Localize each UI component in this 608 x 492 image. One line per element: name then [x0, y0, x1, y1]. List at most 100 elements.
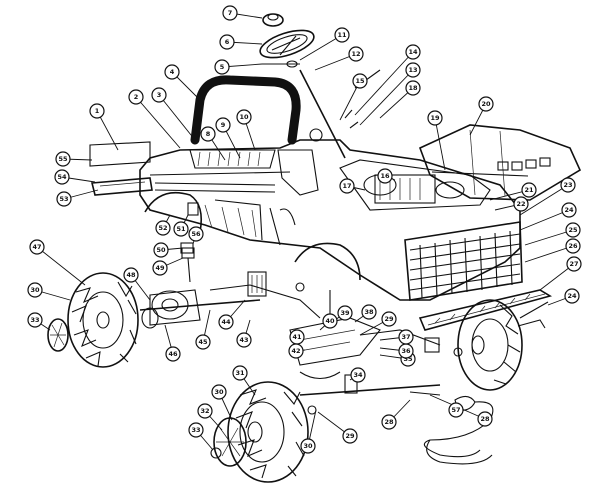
callout-number: 20 — [481, 100, 491, 108]
leader-line-19 — [434, 117, 446, 171]
callout-circle-18 — [405, 80, 421, 96]
callout-23: 23 — [519, 177, 576, 216]
callout-number: 43 — [239, 336, 248, 344]
callout-number: 56 — [191, 230, 201, 238]
callout-circle-40 — [322, 313, 338, 329]
hubcap-32 — [213, 417, 247, 467]
callout-29: 29 — [359, 311, 397, 336]
callout-3: 3 — [151, 87, 196, 141]
rear-axle — [139, 247, 261, 329]
callout-42: 42 — [288, 343, 306, 359]
callout-circle-48 — [123, 267, 139, 283]
callout-number: 41 — [292, 333, 302, 341]
callout-circle-42 — [288, 343, 304, 359]
leader-line-2 — [135, 96, 181, 149]
callout-circle-56 — [188, 226, 204, 242]
callout-circle-27 — [566, 256, 582, 272]
callout-circle-49 — [152, 260, 168, 276]
callout-number: 31 — [235, 369, 245, 377]
callout-circle-44 — [218, 314, 234, 330]
callout-47: 47 — [29, 239, 86, 286]
callout-29: 29 — [317, 411, 358, 444]
callout-30: 30 — [300, 409, 317, 454]
front-grille — [404, 221, 523, 301]
callout-number: 10 — [239, 113, 249, 121]
callout-43: 43 — [236, 319, 252, 348]
callout-number: 19 — [430, 114, 440, 122]
callout-circle-43 — [236, 332, 252, 348]
hubcap-33-left — [47, 318, 69, 352]
callout-36: 36 — [379, 343, 414, 359]
callout-circle-54 — [54, 169, 70, 185]
callout-circle-11 — [334, 27, 350, 43]
callout-circle-32 — [197, 403, 213, 419]
callout-30: 30 — [27, 282, 71, 301]
callout-19: 19 — [427, 110, 446, 171]
steering-linkage — [289, 290, 441, 415]
callout-circle-55 — [55, 151, 71, 167]
callout-31: 31 — [232, 365, 256, 396]
callout-circle-19 — [427, 110, 443, 126]
callout-number: 45 — [198, 338, 208, 346]
callout-5: 5 — [214, 59, 263, 75]
callout-24: 24 — [519, 202, 577, 231]
callout-circle-50 — [153, 242, 169, 258]
callout-39: 39 — [334, 305, 353, 321]
callout-circle-53 — [56, 191, 72, 207]
callout-14: 14 — [354, 44, 421, 116]
leader-line-13 — [359, 69, 414, 126]
callout-40: 40 — [319, 313, 338, 331]
callout-number: 14 — [408, 48, 418, 56]
leader-line-14 — [354, 51, 414, 116]
callout-number: 25 — [568, 226, 578, 234]
callout-46: 46 — [164, 324, 181, 362]
callout-circle-21 — [521, 182, 537, 198]
callout-circle-8 — [200, 126, 216, 142]
leader-line-23 — [519, 184, 569, 216]
callout-circle-16 — [377, 168, 393, 184]
leader-line-26 — [524, 245, 574, 263]
callout-number: 21 — [524, 186, 534, 194]
callout-13: 13 — [359, 62, 421, 126]
callout-circle-24 — [564, 288, 580, 304]
callout-28: 28 — [429, 394, 493, 427]
callout-circle-30 — [211, 384, 227, 400]
callout-7: 7 — [222, 5, 263, 21]
callout-48: 48 — [123, 267, 151, 301]
callout-number: 16 — [380, 172, 390, 180]
callout-circle-2 — [128, 89, 144, 105]
callout-number: 11 — [337, 31, 347, 39]
callout-4: 4 — [164, 64, 201, 101]
callout-number: 39 — [340, 309, 350, 317]
callout-number: 51 — [176, 225, 186, 233]
callout-number: 24 — [567, 292, 577, 300]
callout-number: 4 — [170, 68, 175, 76]
callout-circle-28 — [477, 411, 493, 427]
callout-number: 28 — [384, 418, 394, 426]
callout-number: 30 — [303, 442, 313, 450]
callout-number: 13 — [408, 66, 417, 74]
callout-20: 20 — [469, 96, 494, 136]
callout-number: 37 — [401, 333, 410, 341]
callout-number: 34 — [353, 371, 363, 379]
leader-line-47 — [36, 246, 86, 286]
callout-number: 55 — [58, 155, 68, 163]
callout-11: 11 — [299, 27, 350, 61]
callout-number: 2 — [134, 93, 139, 101]
callout-25: 25 — [524, 222, 581, 246]
callout-circle-46 — [165, 346, 181, 362]
callout-number: 24 — [564, 206, 574, 214]
callout-number: 29 — [345, 432, 355, 440]
callout-number: 53 — [59, 195, 68, 203]
callout-number: 50 — [156, 246, 166, 254]
callout-12: 12 — [314, 46, 364, 71]
callout-circle-15 — [352, 73, 368, 89]
callout-number: 23 — [563, 181, 572, 189]
callout-circle-3 — [151, 87, 167, 103]
leader-line-24 — [519, 209, 570, 231]
callout-number: 49 — [155, 264, 165, 272]
callout-number: 18 — [408, 84, 418, 92]
decal-panel — [89, 141, 151, 167]
callout-24: 24 — [547, 288, 580, 306]
